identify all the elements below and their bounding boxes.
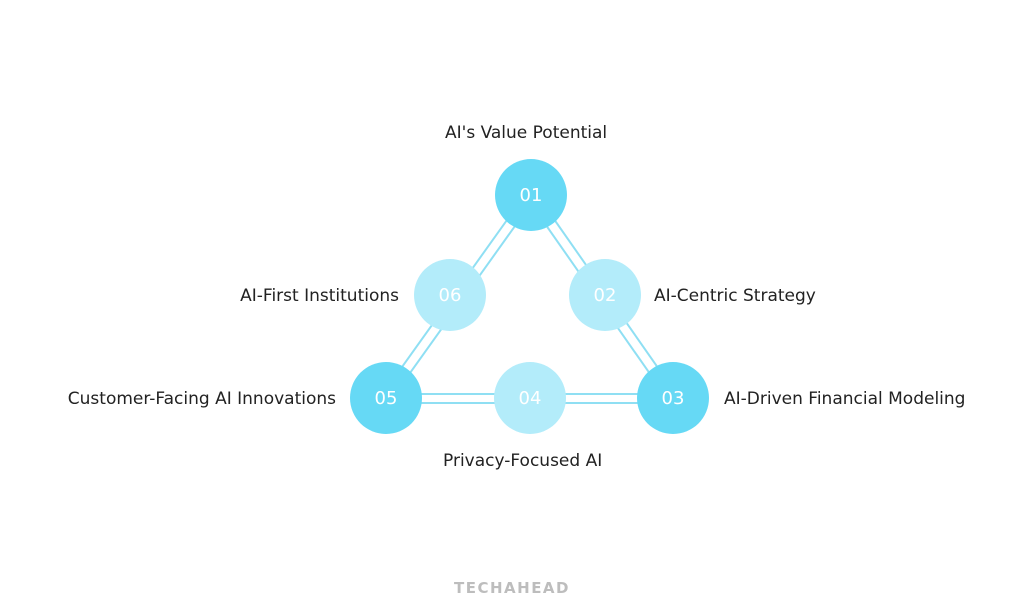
- node-05: 05: [350, 362, 422, 434]
- node-06: 06: [414, 259, 486, 331]
- node-04: 04: [494, 362, 566, 434]
- node-01: 01: [495, 159, 567, 231]
- label-03: AI-Driven Financial Modeling: [724, 389, 966, 409]
- label-05: Customer-Facing AI Innovations: [67, 389, 336, 409]
- node-number: 02: [593, 284, 617, 306]
- node-03: 03: [637, 362, 709, 434]
- node-number: 04: [518, 387, 542, 409]
- label-01: AI's Value Potential: [445, 123, 608, 143]
- node-number: 06: [438, 284, 462, 306]
- label-06: AI-First Institutions: [240, 286, 399, 306]
- node-number: 01: [519, 184, 543, 206]
- node-02: 02: [569, 259, 641, 331]
- node-number: 03: [661, 387, 685, 409]
- brand-logo: TECHAHEAD: [453, 579, 570, 597]
- label-04: Privacy-Focused AI: [443, 451, 603, 471]
- node-number: 05: [374, 387, 398, 409]
- label-02: AI-Centric Strategy: [654, 286, 816, 306]
